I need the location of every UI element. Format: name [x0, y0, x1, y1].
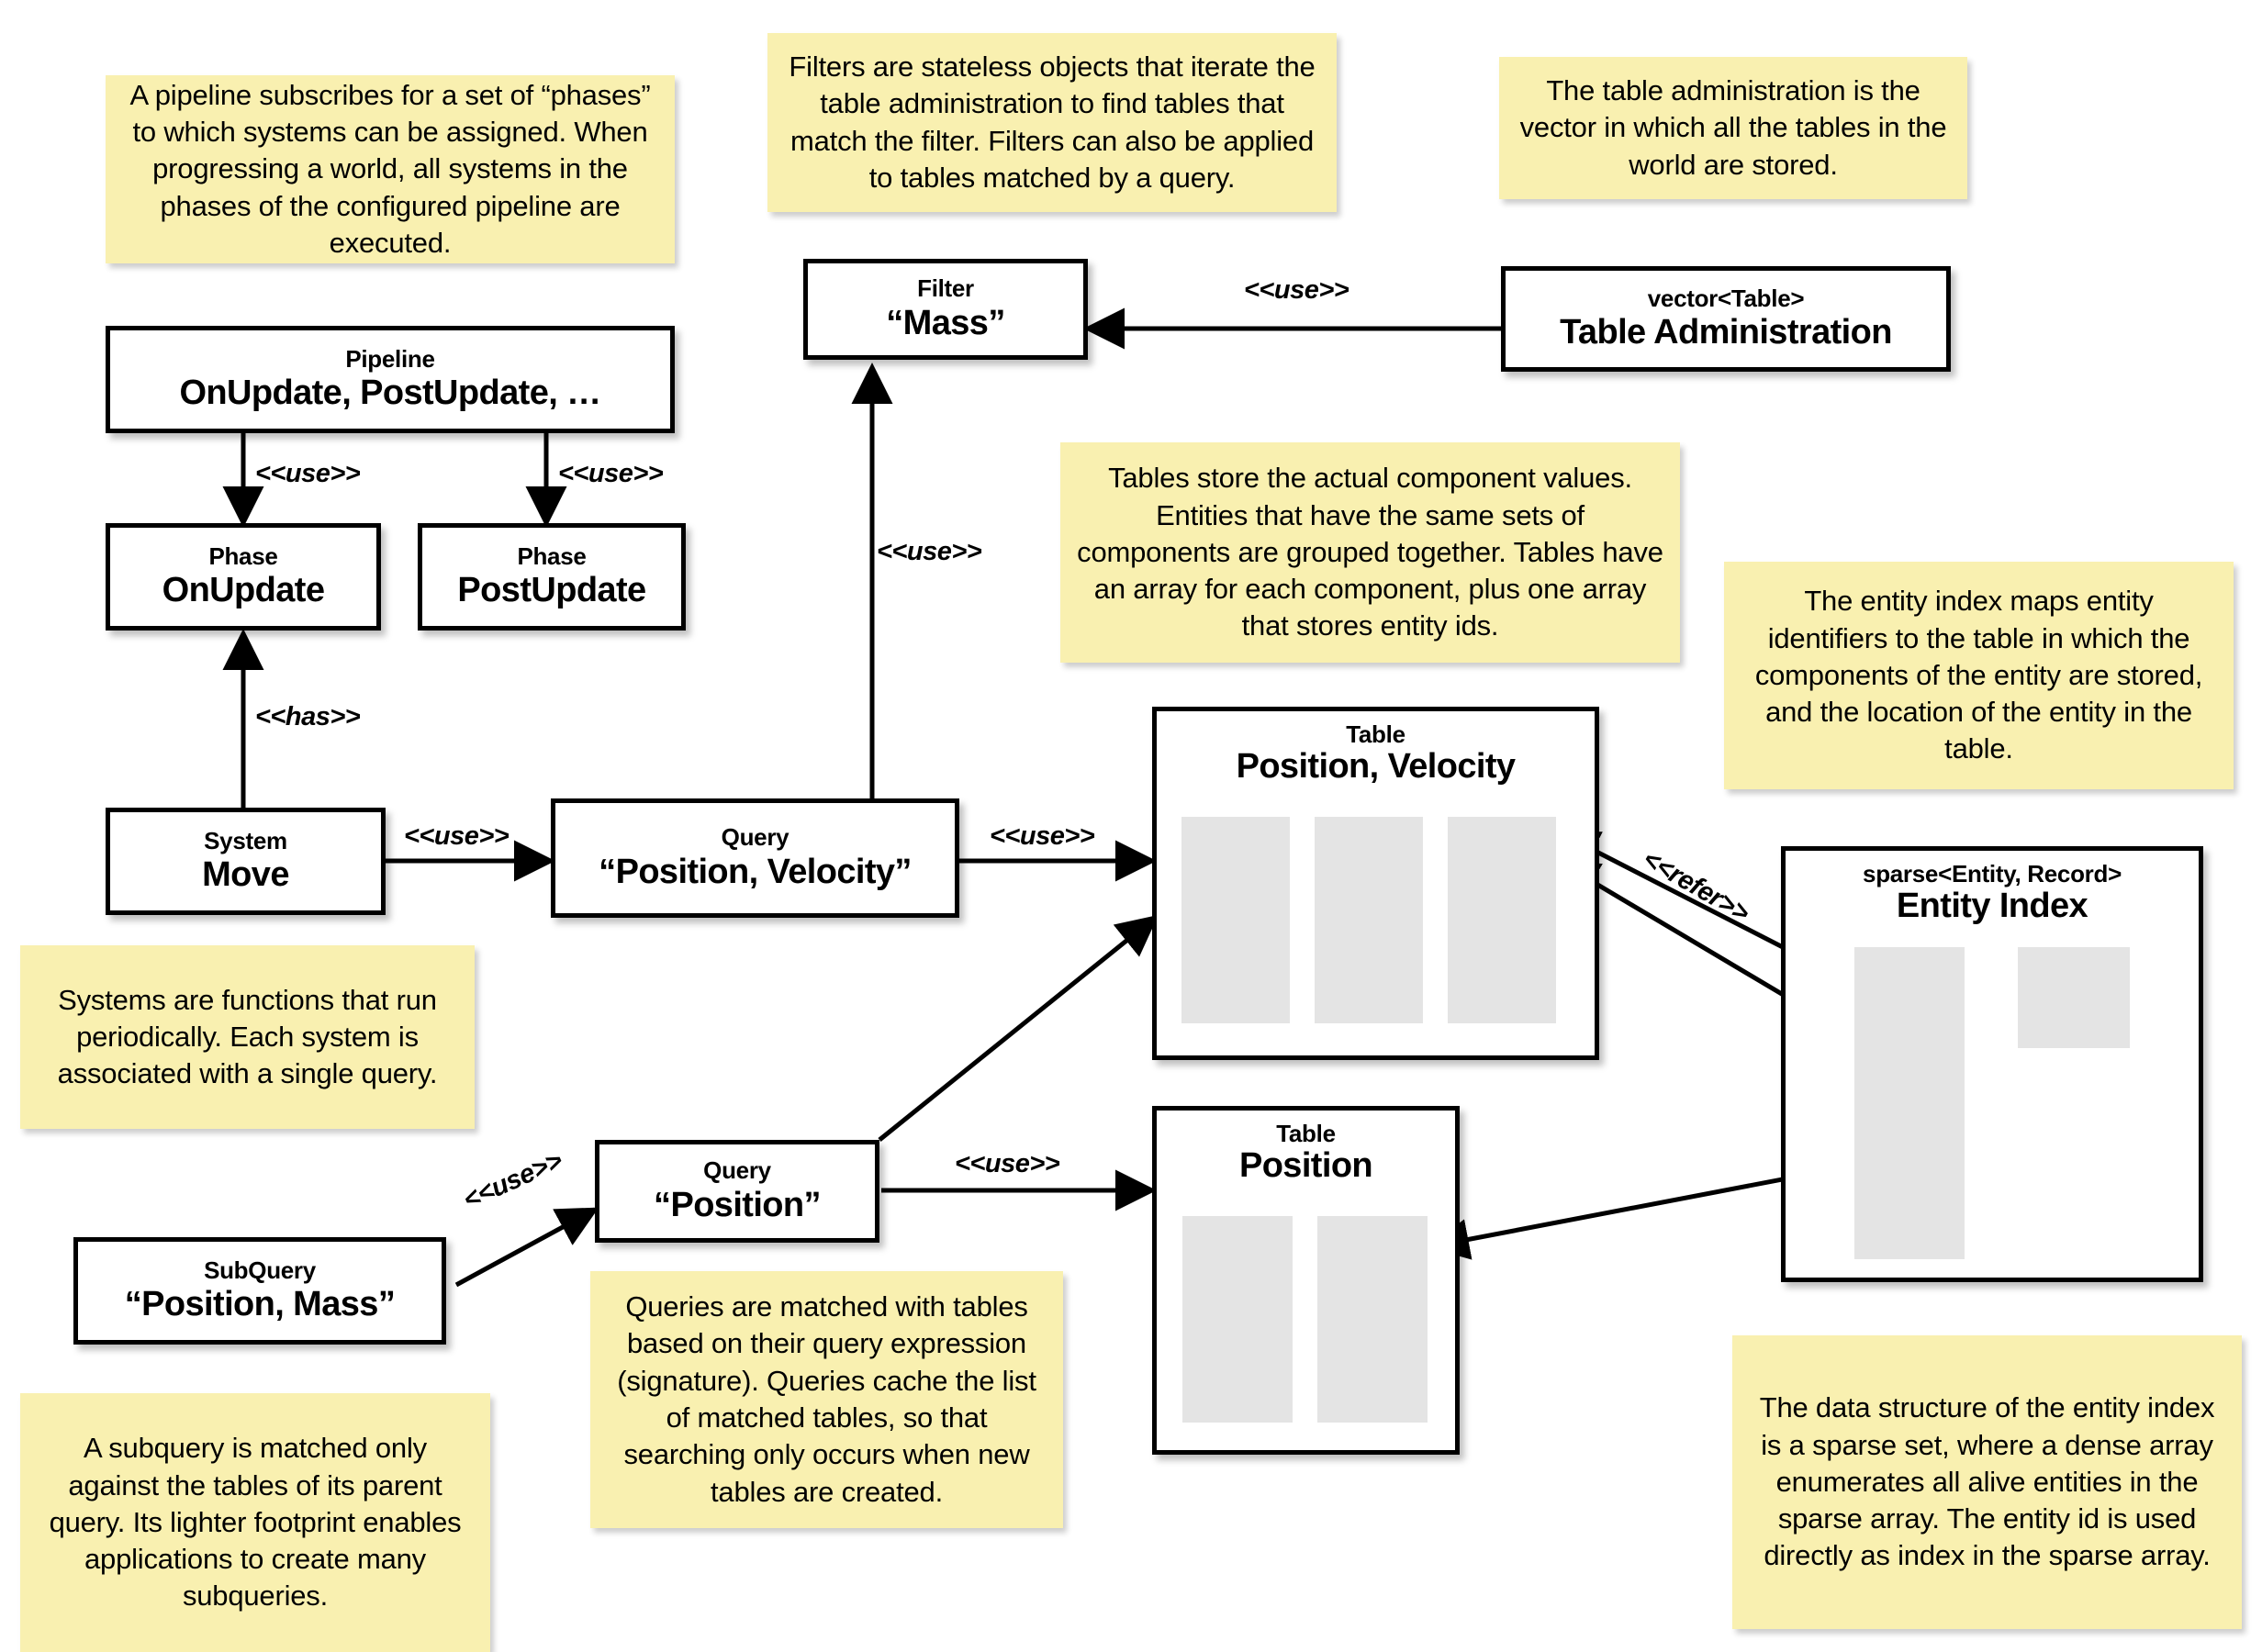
table-column-position — [1315, 817, 1423, 1023]
label-subquery-query: <<use>> — [459, 1145, 567, 1216]
box-pipeline-name: OnUpdate, PostUpdate, … — [179, 374, 601, 413]
box-system-move[interactable]: System Move — [106, 808, 386, 915]
box-filter-mass-name: “Mass” — [886, 303, 1005, 342]
table-position-column-entity-ids — [1182, 1216, 1293, 1423]
table-column-velocity — [1448, 817, 1556, 1023]
box-phase-onupdate[interactable]: Phase OnUpdate — [106, 523, 381, 631]
box-subquery-position-mass[interactable]: SubQuery “Position, Mass” — [73, 1237, 446, 1345]
box-phase-onupdate-stereotype: Phase — [208, 541, 278, 570]
label-pipeline-onupdate: <<use>> — [255, 459, 361, 488]
label-queryposition-table: <<use>> — [955, 1149, 1060, 1178]
box-entity-index-name: Entity Index — [1896, 887, 2088, 926]
box-query-position-stereotype: Query — [703, 1156, 771, 1185]
note-table-administration: The table administration is the vector i… — [1499, 57, 1967, 199]
entity-index-dense-array — [2018, 947, 2130, 1048]
edge-subquery-to-queryposition — [454, 1207, 599, 1288]
box-phase-onupdate-name: OnUpdate — [162, 571, 325, 610]
note-pipeline: A pipeline subscribes for a set of “phas… — [106, 75, 675, 263]
box-query-position-velocity-name: “Position, Velocity” — [599, 852, 912, 891]
box-table-position-name: Position — [1238, 1146, 1373, 1186]
table-column-entity-ids — [1181, 817, 1290, 1023]
box-table-administration-name: Table Administration — [1560, 313, 1892, 352]
box-phase-postupdate-stereotype: Phase — [517, 541, 587, 570]
box-pipeline[interactable]: Pipeline OnUpdate, PostUpdate, … — [106, 326, 675, 433]
note-system: Systems are functions that run periodica… — [20, 945, 475, 1129]
label-query-filter: <<use>> — [877, 537, 982, 566]
box-query-position-velocity-stereotype: Query — [721, 823, 789, 852]
box-subquery-position-mass-name: “Position, Mass” — [124, 1285, 396, 1324]
note-subquery: A subquery is matched only against the t… — [20, 1393, 490, 1652]
entity-index-sparse-array — [1854, 947, 1965, 1259]
box-filter-mass[interactable]: Filter “Mass” — [803, 259, 1088, 360]
box-table-position-stereotype: Table — [1276, 1120, 1336, 1147]
note-entity-index: The entity index maps entity identifiers… — [1724, 562, 2234, 789]
box-subquery-position-mass-stereotype: SubQuery — [204, 1256, 316, 1284]
label-system-phase: <<has>> — [255, 702, 361, 731]
box-table-administration[interactable]: vector<Table> Table Administration — [1501, 266, 1951, 372]
box-query-position-velocity[interactable]: Query “Position, Velocity” — [551, 798, 959, 918]
label-entityindex-refer: <<refer>> — [1638, 844, 1754, 929]
edge-queryposition-to-tablepv — [878, 914, 1159, 1142]
box-phase-postupdate-name: PostUpdate — [457, 571, 646, 610]
box-system-move-stereotype: System — [204, 826, 287, 854]
box-table-position-velocity-stereotype: Table — [1346, 720, 1405, 748]
box-table-administration-stereotype: vector<Table> — [1647, 284, 1805, 312]
box-table-position-velocity[interactable]: Table Position, Velocity — [1152, 707, 1599, 1060]
note-query: Queries are matched with tables based on… — [590, 1271, 1063, 1528]
box-table-position[interactable]: Table Position — [1152, 1106, 1460, 1455]
box-system-move-name: Move — [202, 855, 289, 895]
box-table-position-velocity-name: Position, Velocity — [1236, 747, 1516, 787]
label-tableadmin-filter: <<use>> — [1244, 275, 1349, 305]
box-pipeline-stereotype: Pipeline — [345, 344, 435, 373]
label-pipeline-postupdate: <<use>> — [558, 459, 664, 488]
box-entity-index[interactable]: sparse<Entity, Record> Entity Index — [1781, 846, 2203, 1282]
box-query-position[interactable]: Query “Position” — [595, 1140, 879, 1243]
note-sparse-set: The data structure of the entity index i… — [1732, 1335, 2242, 1629]
note-table: Tables store the actual component values… — [1060, 442, 1680, 663]
box-entity-index-stereotype: sparse<Entity, Record> — [1863, 860, 2122, 887]
box-phase-postupdate[interactable]: Phase PostUpdate — [418, 523, 686, 631]
note-filter: Filters are stateless objects that itera… — [767, 33, 1337, 212]
label-query-table: <<use>> — [990, 821, 1095, 851]
box-filter-mass-stereotype: Filter — [917, 274, 974, 303]
table-position-column-position — [1317, 1216, 1428, 1423]
box-query-position-name: “Position” — [654, 1185, 821, 1224]
label-system-query: <<use>> — [404, 821, 510, 851]
